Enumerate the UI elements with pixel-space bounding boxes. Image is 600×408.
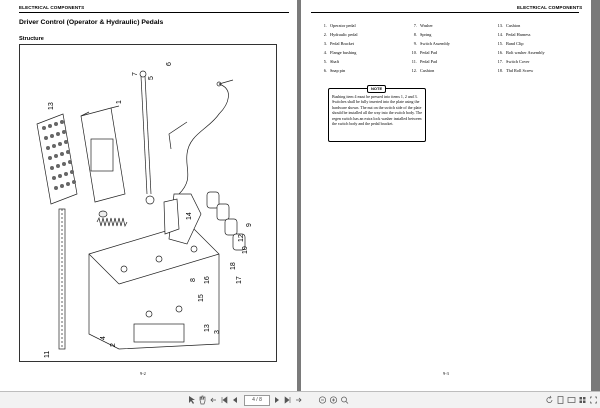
legend-item: 18.Thd Roll Screw (497, 68, 534, 73)
note-box: NOTE Bushing item 4 must be pressed into… (328, 85, 426, 142)
diagram-frame (19, 44, 277, 362)
legend-item: 3.Pedal Bracket (323, 41, 354, 46)
callout-13b: 13 (204, 324, 211, 332)
forward-icon[interactable] (294, 395, 303, 405)
legend-item: 4.Flange bushing (323, 50, 357, 55)
fit-width-icon[interactable] (567, 395, 576, 405)
switch-assemblies (206, 191, 246, 251)
left-page-number: 9-2 (140, 371, 146, 376)
pedal-pad-strip (58, 208, 66, 350)
callout-7: 7 (132, 72, 139, 76)
legend-item: 13.Cushion (497, 23, 521, 28)
hand-icon[interactable] (198, 395, 207, 405)
callout-13: 13 (48, 102, 55, 110)
legend-item: 8.Spring (413, 32, 432, 37)
legend-item: 11.Pedal Pad (411, 59, 438, 64)
zoom-in-icon[interactable] (329, 395, 338, 405)
callout-14: 14 (186, 212, 193, 220)
callout-8: 8 (190, 278, 197, 282)
callout-5: 5 (148, 76, 155, 80)
right-page-number: 9-3 (443, 371, 449, 376)
operator-pedal (80, 105, 126, 218)
legend-item: 7.Washer (413, 23, 433, 28)
fullscreen-icon[interactable] (589, 395, 598, 405)
callout-2: 2 (110, 343, 117, 347)
legend-item: 5.Shaft (323, 59, 340, 64)
header-rule (19, 12, 289, 13)
legend-item: 16.Bolt washer Assembly (497, 50, 545, 55)
section-subtitle: Structure (19, 36, 44, 42)
next-page-edge: 9 (591, 0, 600, 401)
legend-item: 2.Hydraulic pedal (323, 32, 358, 37)
legend-item: 6.Snap pin (323, 68, 346, 73)
page-title: Driver Control (Operator & Hydraulic) Pe… (19, 19, 164, 26)
callout-18: 18 (230, 262, 237, 270)
callout-4: 4 (100, 336, 107, 340)
prev-page-icon[interactable] (231, 395, 240, 405)
last-page-icon[interactable] (283, 395, 292, 405)
next-page-icon[interactable] (272, 395, 281, 405)
legend-item: 10.Pedal Pad (411, 50, 438, 55)
callout-17: 17 (236, 276, 243, 284)
header-rule (311, 12, 579, 13)
legend-item: 17.Switch Cover (497, 59, 530, 64)
zoom-icon[interactable] (340, 395, 349, 405)
callout-15: 15 (198, 294, 205, 302)
pedal-bracket (88, 223, 220, 350)
fit-page-icon[interactable] (556, 395, 565, 405)
callout-11: 11 (44, 351, 51, 358)
callout-10: 10 (242, 246, 249, 254)
pedal-assembly-diagram: 1 2 3 4 5 6 7 8 9 10 11 12 13 13 14 15 1… (19, 44, 277, 362)
grid-icon[interactable] (578, 395, 587, 405)
legend-item: 15.Band Clip (497, 41, 524, 46)
pedal-pad-grid (36, 113, 78, 205)
right-page-header: ELECTRICAL COMPONENTS (517, 5, 583, 10)
page-number-input[interactable]: 4 / 8 (244, 395, 270, 406)
viewer-toolbar: 4 / 8 (0, 391, 600, 408)
legend-item: 9.Switch Assembly (413, 41, 450, 46)
cursor-icon[interactable] (187, 395, 196, 405)
shaft (139, 70, 155, 205)
callout-3: 3 (214, 330, 221, 334)
note-text: Bushing item 4 must be pressed into item… (332, 94, 422, 127)
legend-item: 14.Pedal Harness (497, 32, 531, 37)
left-page-header: ELECTRICAL COMPONENTS (19, 5, 85, 10)
back-icon[interactable] (209, 395, 218, 405)
callout-12: 12 (238, 234, 245, 242)
legend-item: 1.Operator pedal (323, 23, 356, 28)
callout-1: 1 (116, 100, 123, 104)
legend-item: 12.Cushion (411, 68, 435, 73)
right-page: ELECTRICAL COMPONENTS 1.Operator pedal 2… (301, 0, 591, 391)
left-page: ELECTRICAL COMPONENTS Driver Control (Op… (0, 0, 297, 391)
callout-6: 6 (166, 62, 173, 66)
callout-16: 16 (204, 276, 211, 284)
pedal-harness (168, 79, 234, 195)
note-tag: NOTE (367, 85, 387, 93)
zoom-out-icon[interactable] (318, 395, 327, 405)
hydraulic-pedal (163, 193, 202, 245)
first-page-icon[interactable] (220, 395, 229, 405)
callout-9: 9 (246, 223, 253, 227)
rotate-icon[interactable] (545, 395, 554, 405)
